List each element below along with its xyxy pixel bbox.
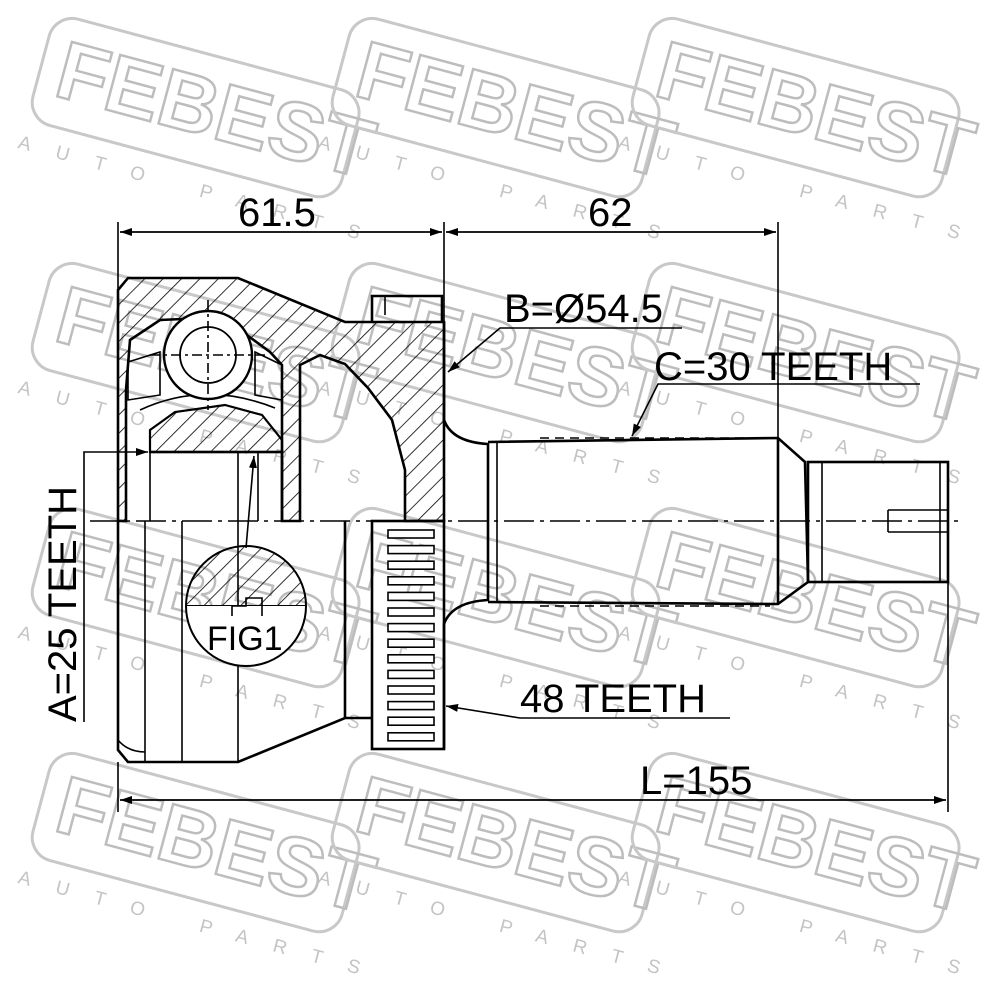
abs-tooth: [387, 638, 435, 649]
abs-tooth: [387, 685, 435, 695]
abs-tooth: [387, 731, 435, 742]
dim-b-label: B=Ø54.5: [504, 287, 663, 331]
abs-tooth: [387, 716, 435, 727]
watermark-tile: FEBEST AUTO PARTS: [316, 16, 688, 251]
bell-neck: [442, 322, 490, 749]
dim-c-leader: [631, 383, 920, 437]
dim-c-label: C=30 TEETH: [654, 345, 892, 389]
abs-tooth: [387, 575, 435, 586]
dim-b-leader: [447, 327, 682, 373]
abs-tooth: [387, 544, 435, 555]
dim-48-leader: [445, 703, 730, 719]
dim-61-5-label: 61.5: [238, 191, 316, 235]
outer-bell-lower: [116, 521, 372, 764]
dim-62-label: 62: [588, 191, 633, 235]
abs-tooth: [387, 591, 435, 602]
bell-lower-fillet: [117, 739, 146, 753]
abs-tooth: [387, 622, 435, 633]
dim-a-label: A=25 TEETH: [41, 486, 85, 722]
cotter-hole: [887, 509, 948, 533]
abs-tooth: [387, 700, 435, 711]
cage-right: [254, 350, 283, 401]
dim-48-label: 48 TEETH: [520, 677, 706, 721]
dim-l-label: L=155: [640, 759, 752, 803]
watermark-tile: FEBEST AUTO PARTS: [616, 16, 988, 251]
abs-ring-teeth: [387, 529, 435, 742]
watermark-tile: FEBEST AUTO PARTS: [16, 16, 388, 251]
cage-left: [127, 350, 161, 401]
watermark-layer: FEBEST AUTO PARTS FEBEST AUTO PARTS FEBE…: [16, 16, 988, 986]
fig1-label: FIG1: [207, 620, 283, 658]
fig1-detail: FIG1: [184, 545, 308, 667]
thread-end: [806, 460, 950, 584]
abs-tooth: [387, 607, 435, 617]
abs-tooth: [387, 560, 435, 571]
shaft-body: [487, 436, 810, 606]
abs-tooth: [387, 669, 435, 680]
watermark-tile: FEBEST AUTO PARTS: [16, 751, 388, 986]
fig1-leader: [245, 455, 257, 549]
dim-a-leader: [83, 448, 148, 722]
bell-tab: [370, 294, 444, 322]
inner-spline-a: [150, 450, 284, 521]
abs-tooth: [387, 529, 435, 539]
abs-tooth: [387, 653, 435, 664]
